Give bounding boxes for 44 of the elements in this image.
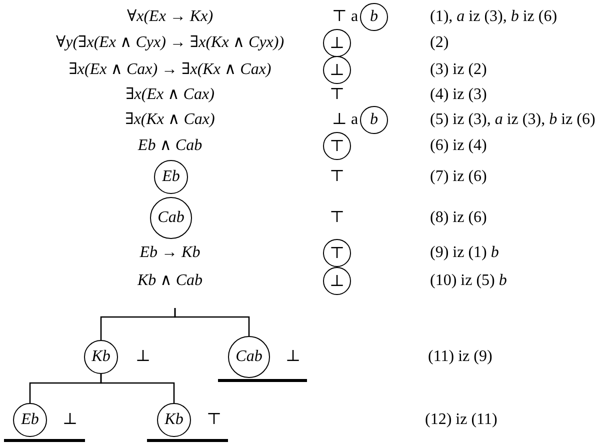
truth-sign: ⊤ a (332, 8, 358, 26)
circled-formula: Eb (13, 403, 47, 437)
circled-formula: Eb (154, 160, 188, 194)
formula: Kb ∧ Cab (137, 272, 203, 290)
formula: Eb → Kb (140, 244, 200, 262)
formula: Eb ∧ Cab (138, 137, 202, 155)
truth-sign: ⊤ (329, 86, 345, 104)
truth-sign: ⊤ (329, 209, 345, 227)
truth-sign: ⊥ (285, 348, 301, 366)
branch-line (174, 308, 250, 336)
truth-sign: ⊥ (62, 411, 78, 429)
circled-formula: b (360, 3, 388, 31)
reference-note: (12) iz (11) (425, 411, 498, 429)
circled-sign: ⊥ (323, 267, 351, 295)
circled-sign: ⊥ (323, 56, 351, 84)
truth-sign: ⊤ (206, 411, 222, 429)
reference-note: (10) iz (5) b (430, 272, 507, 290)
reference-note: (1), a iz (3), b iz (6) (430, 8, 558, 26)
reference-note: (3) iz (2) (430, 61, 487, 79)
circled-formula: Kb (84, 340, 118, 374)
reference-note: (11) iz (9) (428, 348, 492, 366)
circled-sign: ⊥ (323, 29, 351, 57)
formula: ∀y(∃x(Ex ∧ Cyx) → ∃x(Kx ∧ Cyx)) (56, 34, 284, 52)
reference-note: (9) iz (1) b (430, 244, 499, 262)
formula: ∃x(Kx ∧ Cax) (125, 111, 215, 129)
reference-note: (4) iz (3) (430, 86, 487, 104)
circled-sign: ⊤ (323, 239, 351, 267)
formula: ∀x(Ex → Kx) (126, 8, 214, 26)
circled-formula: b (360, 106, 388, 134)
reference-note: (8) iz (6) (430, 209, 487, 227)
circled-formula: Kb (157, 403, 191, 437)
truth-sign: ⊤ (329, 168, 345, 186)
branch-line (100, 374, 175, 403)
reference-note: (2) (430, 34, 449, 52)
reference-note: (5) iz (3), a iz (3), b iz (6) (430, 111, 596, 129)
circled-formula: Cab (150, 197, 192, 239)
reference-note: (6) iz (4) (430, 137, 487, 155)
truth-sign: ⊥ a (332, 111, 358, 129)
formula: ∃x(Ex ∧ Cax) → ∃x(Kx ∧ Cax) (68, 61, 272, 79)
truth-sign: ⊥ (135, 348, 151, 366)
formula: ∃x(Ex ∧ Cax) (126, 86, 214, 104)
circled-sign: ⊤ (323, 132, 351, 160)
reference-note: (7) iz (6) (430, 168, 487, 186)
circled-formula: Cab (228, 336, 270, 378)
